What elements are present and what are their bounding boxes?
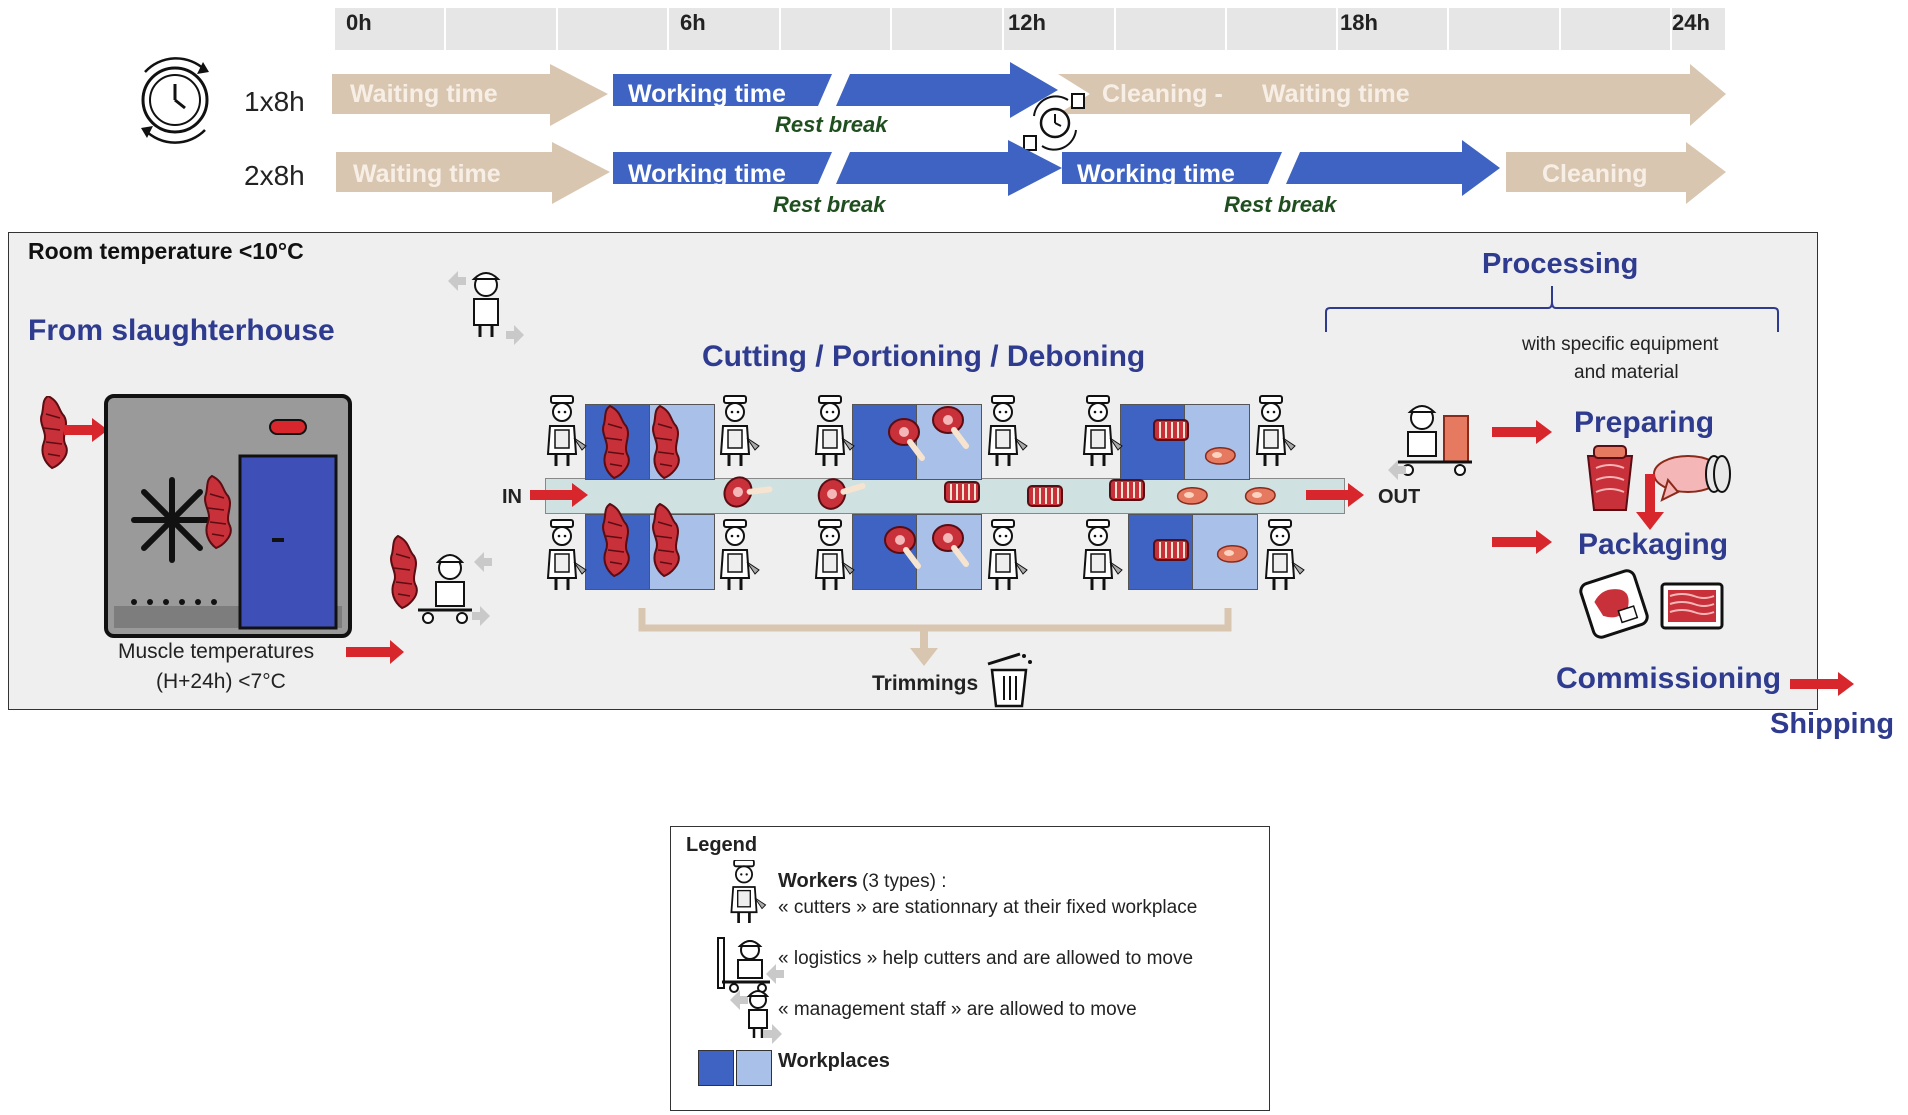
cleaning-label-2: Cleaning — [1542, 160, 1648, 188]
muscle-temp-line1: Muscle temperatures — [118, 640, 315, 663]
waiting-arrow-1 — [332, 64, 608, 126]
red-arrow-conveyor-in — [530, 483, 588, 507]
red-arrow-down — [1636, 474, 1664, 530]
cutter-icon — [1082, 394, 1124, 468]
red-arrow-to-preparing — [1492, 420, 1552, 444]
waiting-arrow-2 — [336, 142, 610, 204]
cutting-title: Cutting / Portioning / Deboning — [702, 340, 1146, 373]
legend-title: Legend — [686, 834, 758, 856]
waiting-time-2: Waiting time — [353, 160, 501, 188]
legend-workers-rest: (3 types) : — [862, 871, 947, 892]
shift-2-arrows — [336, 140, 1726, 204]
cutter-icon — [546, 394, 588, 468]
cleaning-arrow-2 — [1506, 142, 1726, 204]
working-arrow-2a — [613, 152, 832, 184]
workplace — [1184, 404, 1250, 480]
cutter-icon — [546, 518, 588, 592]
red-arrow-to-shipping — [1790, 672, 1854, 696]
cutter-icon — [987, 518, 1029, 592]
working-time-2b: Working time — [1077, 160, 1235, 188]
cutter-icon — [1255, 394, 1297, 468]
processing-note-line1: with specific equipment — [1522, 334, 1719, 355]
red-arrow-conveyor-out — [1306, 483, 1364, 507]
in-label: IN — [502, 486, 522, 508]
legend-management: « management staff » are allowed to move — [778, 999, 1137, 1020]
trash-bin-icon — [987, 652, 1032, 708]
muscle-temp-line2: (H+24h) <7°C — [156, 670, 286, 693]
working-time-1: Working time — [628, 80, 786, 108]
preparing-label: Preparing — [1574, 406, 1715, 439]
tick-18h: 18h — [1340, 10, 1378, 35]
cleaning-label-1: Cleaning - — [1102, 80, 1223, 108]
working-arrow-2c — [1062, 152, 1282, 184]
rest-break-1: Rest break — [775, 112, 888, 137]
tick-12h: 12h — [1008, 10, 1046, 35]
shift-1x8h-label: 1x8h — [244, 86, 305, 117]
tick-band — [335, 8, 1725, 50]
shift-2x8h-label: 2x8h — [244, 160, 305, 191]
tick-24h: 24h — [1672, 10, 1710, 35]
cutter-icon — [814, 394, 856, 468]
cutter-icon — [719, 394, 761, 468]
tick-6h: 6h — [680, 10, 706, 35]
prepared-products-icon — [1586, 445, 1731, 511]
legend-cutters: « cutters » are stationnary at their fix… — [778, 897, 1198, 918]
processing-bracket — [1325, 286, 1779, 332]
processing-title: Processing — [1482, 248, 1639, 280]
waiting-time-1b: Waiting time — [1262, 80, 1410, 108]
commissioning-label: Commissioning — [1556, 662, 1782, 695]
logistics-worker-out-icon — [1388, 405, 1472, 480]
shift-1-arrows — [332, 62, 1726, 126]
cutter-icon — [719, 518, 761, 592]
working-time-2a: Working time — [628, 160, 786, 188]
cleaning-arrow-1 — [1058, 64, 1726, 126]
clock-icon — [141, 57, 209, 144]
out-label: OUT — [1378, 486, 1421, 508]
working-arrow-2b — [836, 140, 1062, 196]
cold-room-icon — [104, 394, 352, 638]
logistics-worker-icon — [390, 535, 492, 626]
trimmings-label: Trimmings — [872, 672, 979, 695]
cutter-icon — [1082, 518, 1124, 592]
room-temperature: Room temperature <10°C — [28, 238, 304, 264]
cutter-icon — [814, 518, 856, 592]
shift-change-icon — [1023, 93, 1085, 151]
rest-break-2b: Rest break — [1224, 192, 1337, 217]
shipping-label: Shipping — [1770, 708, 1895, 740]
legend-management-icon — [730, 990, 782, 1044]
from-slaughterhouse: From slaughterhouse — [28, 314, 335, 347]
processing-note-line2: and material — [1574, 362, 1679, 383]
legend-cutter-icon — [730, 860, 767, 925]
rest-break-2a: Rest break — [773, 192, 886, 217]
tick-0h: 0h — [346, 10, 372, 35]
legend-logistics-icon — [717, 937, 784, 993]
cutter-icon — [987, 394, 1029, 468]
red-arrow-to-packaging — [1492, 530, 1552, 554]
legend-workplace-light — [736, 1050, 772, 1086]
legend-logistics: « logistics » help cutters and are allow… — [778, 948, 1194, 969]
legend-workplace-dark — [698, 1050, 734, 1086]
packaged-products-icon — [1579, 569, 1724, 639]
waiting-time-1: Waiting time — [350, 80, 498, 108]
tick-grid — [444, 8, 1672, 50]
working-arrow-2d — [1286, 140, 1500, 196]
working-arrow-1b — [836, 62, 1058, 118]
trimmings-bracket — [638, 608, 1232, 666]
cutter-icon — [1264, 518, 1306, 592]
legend-workplaces: Workplaces — [778, 1050, 890, 1072]
working-arrow-1a — [613, 74, 832, 106]
cutting-stations — [546, 394, 1306, 592]
red-arrow-to-logistics — [346, 640, 404, 664]
legend-workers-bold: Workers — [778, 870, 858, 892]
management-staff-icon — [448, 271, 524, 345]
packaging-label: Packaging — [1578, 528, 1729, 561]
